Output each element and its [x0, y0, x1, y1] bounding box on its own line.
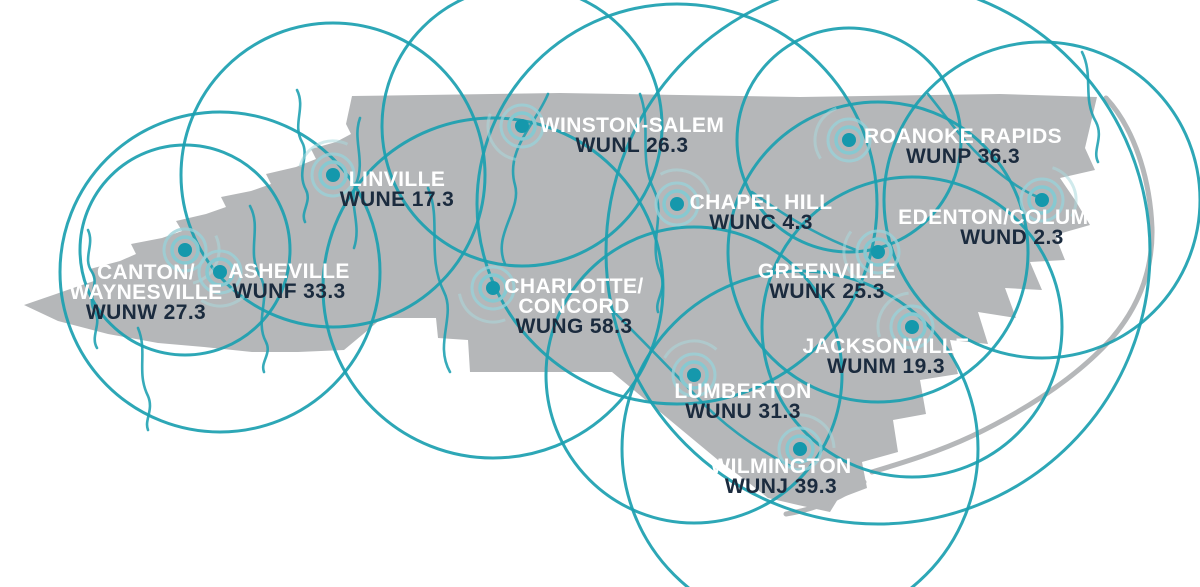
- transmitter-icons: [149, 90, 1078, 485]
- coverage-circle-winston-salem: [380, 0, 664, 268]
- coverage-circle-wilmington: [620, 269, 980, 587]
- coverage-circle-chapel-hill: [475, 2, 879, 406]
- coverage-circle-roanoke-rapids: [735, 26, 963, 254]
- coverage-circle-greenville: [726, 100, 1030, 404]
- transmitter-icon-linville: [297, 139, 369, 211]
- outer-banks: [783, 95, 1155, 517]
- transmitter-icon-asheville: [184, 236, 256, 308]
- transmitter-icon-edenton-columbia: [1006, 164, 1078, 236]
- coverage-circle-greenville: [604, 0, 1152, 526]
- coverage-circle-charlotte-concord: [321, 116, 665, 460]
- north-carolina-landmass: [24, 93, 1097, 512]
- coverage-circle-linville: [179, 21, 487, 329]
- transmitter-icon-wilmington: [764, 413, 836, 485]
- coverage-circle-asheville: [58, 110, 382, 434]
- coverage-circle-canton-waynesville: [78, 143, 292, 357]
- coverage-circle-jacksonville: [760, 175, 1064, 479]
- coverage-circle-lumberton: [544, 225, 844, 525]
- coverage-circle-edenton-columbia: [882, 40, 1200, 360]
- coverage-circles: [58, 0, 1200, 587]
- transmitter-icon-winston-salem: [486, 90, 558, 162]
- transmitter-icon-jacksonville: [876, 291, 948, 363]
- transmitter-icon-chapel-hill: [641, 168, 713, 240]
- transmitter-icon-lumberton: [658, 339, 730, 411]
- transmitter-icon-charlotte-concord: [457, 252, 529, 324]
